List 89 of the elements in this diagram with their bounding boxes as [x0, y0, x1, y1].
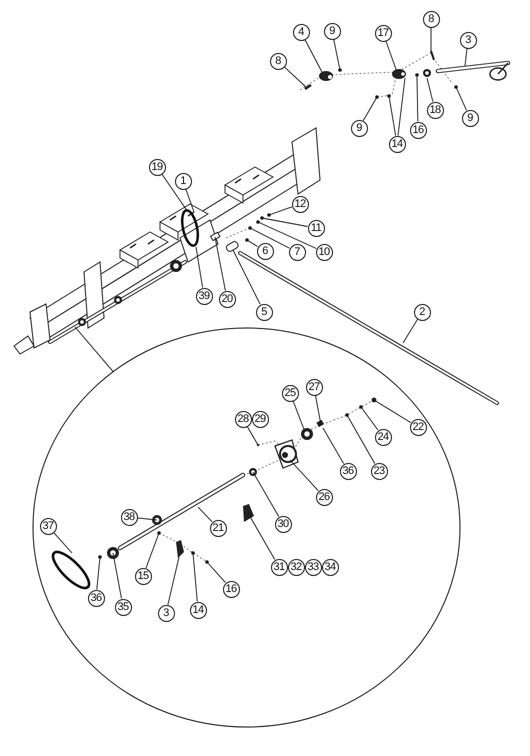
callout-number: 38 — [120, 508, 138, 526]
leader-line — [292, 400, 306, 432]
leader-line — [167, 556, 180, 606]
callout-number: 3 — [460, 32, 476, 48]
leader-line — [464, 48, 468, 66]
leader-line — [246, 240, 258, 248]
callout-number: 37 — [40, 518, 56, 534]
leader-line — [53, 532, 72, 554]
leader-line — [360, 406, 378, 431]
leader-line — [246, 426, 258, 446]
callout-number: 18 — [426, 102, 444, 118]
callout-number: 20 — [218, 290, 236, 308]
callout-number: 9 — [462, 110, 478, 126]
leader-line — [346, 414, 376, 464]
leader-line — [290, 460, 319, 492]
leader-line — [137, 517, 158, 520]
callout-number: 26 — [316, 488, 332, 506]
callout-number: 15 — [134, 568, 152, 584]
callout-number: 14 — [190, 602, 206, 618]
callout-number: 1 — [174, 172, 192, 190]
leader-line — [322, 428, 344, 464]
leader-line — [185, 188, 194, 212]
callout-number: 35 — [114, 598, 132, 616]
detail-view-circle — [33, 328, 460, 727]
leader-line — [96, 556, 100, 590]
callout-number: 24 — [374, 428, 392, 446]
callout-number: 7 — [288, 244, 306, 260]
leader-line — [385, 40, 398, 72]
leader-line — [112, 552, 122, 600]
leader-line — [402, 318, 418, 344]
callout-number: 33 — [304, 558, 322, 576]
callout-number: 3 — [158, 604, 174, 622]
callout-number: 2 — [414, 304, 430, 320]
leader-line — [430, 27, 432, 54]
callout-number: 39 — [196, 288, 212, 304]
leader-line — [262, 218, 308, 227]
callout-number: 31 — [270, 558, 288, 576]
callout-number: 36 — [88, 590, 104, 606]
leader-line — [315, 394, 322, 426]
leader-line — [161, 174, 188, 212]
callout-number: 12 — [292, 196, 308, 212]
callout-number: 4 — [292, 24, 310, 40]
callout-number: 28 — [234, 410, 252, 428]
leader-line — [146, 532, 160, 568]
callout-number: 6 — [256, 242, 274, 260]
callout-number: 36 — [340, 462, 356, 480]
callout-number: 22 — [410, 418, 426, 436]
leader-line — [304, 39, 324, 74]
leader-line — [248, 512, 276, 560]
leader-line — [398, 78, 406, 136]
callout-number: 23 — [370, 462, 388, 480]
leader-line — [206, 562, 226, 584]
leader-line — [214, 236, 226, 292]
callout-number: 8 — [270, 52, 286, 70]
leader-line — [374, 400, 412, 424]
callout-number: 14 — [388, 136, 406, 152]
callout-number: 25 — [282, 384, 298, 402]
leader-line — [192, 552, 198, 602]
leader-line — [198, 506, 213, 522]
callout-number: 16 — [410, 122, 426, 138]
leader-line — [74, 326, 114, 372]
callout-number: 11 — [308, 220, 324, 236]
callout-number: 21 — [210, 520, 226, 536]
leader-line — [388, 96, 396, 136]
callout-number: 30 — [274, 516, 292, 532]
leader-line — [196, 246, 204, 288]
leader-line — [232, 250, 261, 305]
leader-line — [426, 78, 434, 102]
callout-number: 19 — [148, 158, 166, 176]
leader-line — [268, 206, 292, 216]
callout-number: 27 — [306, 378, 322, 396]
callout-number: 17 — [374, 24, 392, 42]
leader-line — [250, 228, 290, 249]
leader-line — [362, 96, 378, 122]
callout-number: 16 — [222, 580, 240, 598]
leader-line — [252, 472, 280, 518]
leader-line — [258, 222, 317, 249]
callout-number: 34 — [322, 558, 338, 576]
callout-number: 32 — [288, 558, 304, 576]
callout-number: 29 — [252, 410, 268, 428]
callout-number: 9 — [324, 22, 340, 40]
callout-number: 5 — [256, 304, 272, 320]
leader-line — [416, 76, 418, 122]
callout-number: 10 — [316, 244, 332, 260]
leader-line — [456, 86, 467, 111]
callout-number: 8 — [422, 10, 440, 28]
callout-number: 9 — [350, 120, 368, 136]
leader-line — [284, 66, 308, 88]
leader-line — [333, 38, 340, 70]
